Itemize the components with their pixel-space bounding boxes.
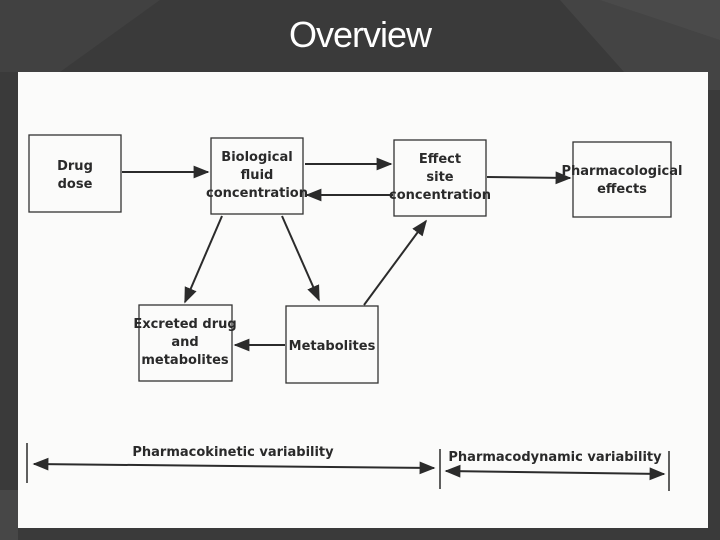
biological-fluid-box: Biological fluid concentration [206,137,308,215]
metabolites-box: Metabolites [285,305,379,384]
pd-range-arrow [444,464,666,481]
arrow-fluid-to-metabolites [281,215,320,302]
diagram-figure: Drug dose Biological fluid concentration… [18,72,708,528]
effect-site-label-1: Effect [419,152,461,167]
pharmacological-effects-box: Pharmacological effects [561,141,683,218]
arrow-fluid-to-excreted [184,215,223,304]
drug-dose-label-2: dose [58,177,93,192]
slide-title: Overview [288,14,432,55]
biological-fluid-label-2: fluid [241,168,274,183]
pharmacological-effects-label-1: Pharmacological [561,164,682,179]
effect-site-label-3: concentration [389,188,491,203]
pharmacodynamic-variability-label: Pharmacodynamic variability [448,450,662,465]
excreted-label-2: and [171,335,198,350]
drug-dose-box: Drug dose [28,134,122,213]
biological-fluid-label-1: Biological [221,150,292,165]
arrow-metabolites-to-effect [363,219,427,306]
effect-site-box: Effect site concentration [389,139,491,217]
biological-fluid-label-3: concentration [206,186,308,201]
pk-range-arrow [32,457,436,475]
effect-site-label-2: site [426,170,453,185]
arrow-effect-to-pharmacological [486,171,572,185]
drug-dose-label-1: Drug [57,159,93,174]
pharmacological-effects-label-2: effects [597,182,647,197]
excreted-box: Excreted drug and metabolites [133,304,237,382]
pk-pd-diagram: Drug dose Biological fluid concentration… [26,134,683,491]
excreted-label-3: metabolites [141,353,229,368]
pharmacokinetic-variability-label: Pharmacokinetic variability [132,445,334,460]
excreted-label-1: Excreted drug [133,317,236,332]
metabolites-label: Metabolites [289,339,376,354]
